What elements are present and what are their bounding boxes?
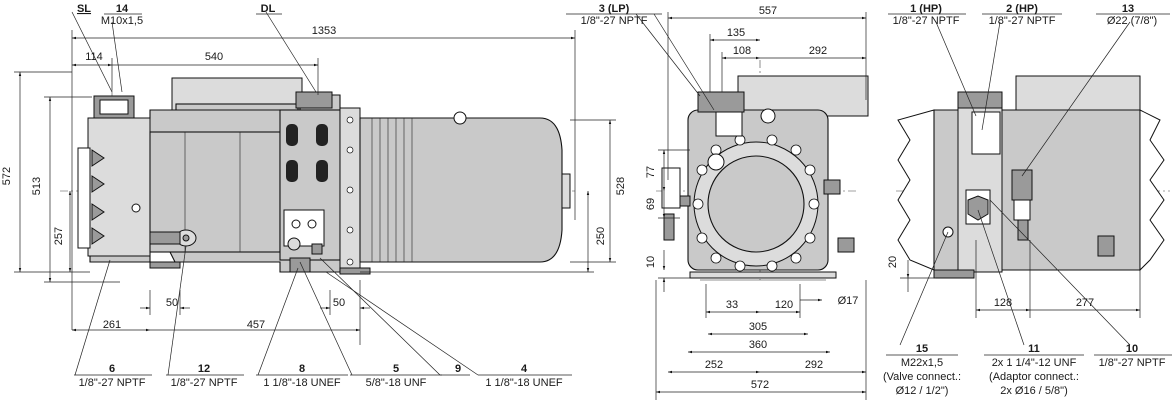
dim-diameter-17: Ø17 <box>838 295 859 307</box>
callout-11-line2: (Adaptor connect.: <box>989 371 1079 383</box>
callout-14-text: M10x1,5 <box>101 15 143 27</box>
dim-292-top: 292 <box>809 45 827 57</box>
callout-11-line1: 2x 1 1/4"-12 UNF <box>992 357 1077 369</box>
callout-1-num: 1 (HP) <box>910 3 942 15</box>
dim-120: 120 <box>775 299 793 311</box>
callout-10-num: 10 <box>1126 343 1138 355</box>
side-view <box>14 11 616 376</box>
dim-69: 69 <box>645 198 657 210</box>
dim-457: 457 <box>247 319 265 331</box>
callout-1-text: 1/8"-27 NPTF <box>893 15 960 27</box>
dim-261: 261 <box>103 319 121 331</box>
dim-20: 20 <box>887 256 899 268</box>
callout-10-text: 1/8"-27 NPTF <box>1099 357 1166 369</box>
dim-513: 513 <box>31 177 43 195</box>
dim-557: 557 <box>759 5 777 17</box>
dim-114: 114 <box>85 51 103 63</box>
callout-dl: DL <box>261 3 276 15</box>
dim-50-b: 50 <box>333 297 345 309</box>
callout-15-num: 15 <box>916 343 928 355</box>
front-view <box>635 12 869 400</box>
partial-view <box>896 21 1170 346</box>
callout-11-num: 11 <box>1028 343 1040 355</box>
callout-sl: SL <box>77 3 91 15</box>
motor <box>359 117 563 263</box>
dim-135: 135 <box>727 27 745 39</box>
callout-12-text: 1/8"-27 NPTF <box>171 377 238 389</box>
callout-12-num: 12 <box>198 363 210 375</box>
dim-540: 540 <box>205 51 223 63</box>
dim-108: 108 <box>733 45 751 57</box>
callout-8-text: 1 1/8"-18 UNEF <box>263 377 341 389</box>
dim-292-bottom: 292 <box>805 359 823 371</box>
dimension-labels: 1353 114 540 572 513 257 528 250 50 50 2… <box>1 5 1094 391</box>
dim-572: 572 <box>1 167 13 185</box>
dim-77: 77 <box>645 166 657 178</box>
callout-5-num: 5 <box>393 363 399 375</box>
callout-5-text: 5/8"-18 UNF <box>366 377 427 389</box>
callout-6-text: 1/8"-27 NPTF <box>79 377 146 389</box>
callout-13-num: 13 <box>1122 3 1134 15</box>
dim-360: 360 <box>749 339 767 351</box>
callout-4-num: 4 <box>521 363 528 375</box>
callout-labels: SL 14 M10x1,5 DL 3 (LP) 1/8"-27 NPTF 1 (… <box>74 3 1172 397</box>
callout-15-line3: Ø12 / 1/2") <box>896 385 949 397</box>
dim-33: 33 <box>726 299 738 311</box>
callout-9-num: 9 <box>455 363 461 375</box>
dim-250: 250 <box>595 227 607 245</box>
callout-2-num: 2 (HP) <box>1006 3 1038 15</box>
dim-572-bottom: 572 <box>751 379 769 391</box>
callout-8-num: 8 <box>299 363 305 375</box>
callout-13-text: Ø22 (7/8") <box>1107 15 1157 27</box>
dim-128: 128 <box>994 297 1012 309</box>
dim-528: 528 <box>615 177 627 195</box>
callout-14-num: 14 <box>116 3 129 15</box>
callout-15-line1: M22x1,5 <box>901 357 943 369</box>
callout-2-text: 1/8"-27 NPTF <box>989 15 1056 27</box>
dim-50-a: 50 <box>166 297 178 309</box>
callout-15-line2: (Valve connect.: <box>883 371 961 383</box>
dim-257: 257 <box>53 227 65 245</box>
callout-3-num: 3 (LP) <box>599 3 630 15</box>
callout-3-text: 1/8"-27 NPTF <box>581 15 648 27</box>
dim-277: 277 <box>1076 297 1094 309</box>
callout-11-line3: 2x Ø16 / 5/8") <box>1000 385 1068 397</box>
dim-1353: 1353 <box>312 25 336 37</box>
callout-6-num: 6 <box>109 363 115 375</box>
dim-252: 252 <box>705 359 723 371</box>
dim-10: 10 <box>645 256 657 268</box>
dim-305: 305 <box>749 321 767 333</box>
callout-4-text: 1 1/8"-18 UNEF <box>485 377 563 389</box>
